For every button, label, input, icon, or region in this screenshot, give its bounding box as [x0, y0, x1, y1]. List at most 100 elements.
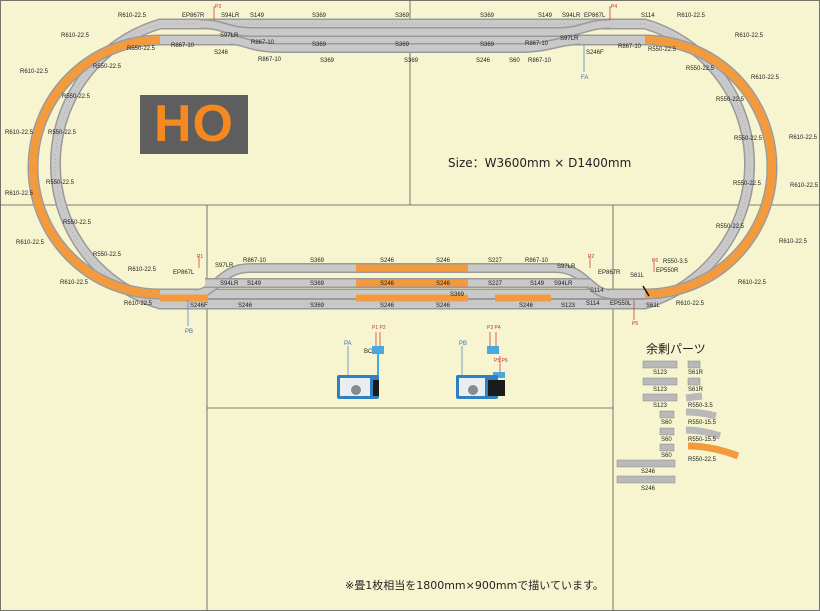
spare-part-label: R550-15.5 — [688, 437, 717, 443]
track-label: S369 — [480, 13, 495, 19]
track-label: S114 — [641, 13, 655, 19]
track-label: R550-22.5 — [63, 220, 92, 226]
gap-mark — [642, 285, 650, 297]
track-label: R610-22.5 — [751, 75, 780, 81]
inner-track-bed — [27, 34, 778, 300]
track-label: S97LR — [215, 263, 234, 269]
track-label: R867-10 — [525, 258, 549, 264]
controller-left — [337, 332, 384, 399]
track-label: R550-3.5 — [663, 259, 688, 265]
track-label: R550-22.5 — [716, 97, 745, 103]
track-label: R610-22.5 — [118, 13, 147, 19]
track-label: S369 — [395, 13, 410, 19]
track-label: R610-22.5 — [128, 267, 157, 273]
feeder-label: P6 — [652, 258, 658, 264]
track-label: S369 — [450, 292, 465, 298]
size-text: Size：W3600mm × D1400mm — [448, 156, 632, 170]
track-label: R610-22.5 — [124, 301, 153, 307]
track-label: S97LR — [220, 33, 239, 39]
ho-badge — [140, 95, 248, 154]
track-label: R867-10 — [251, 40, 275, 46]
top-siding — [199, 20, 611, 36]
track-label: R610-22.5 — [61, 33, 90, 39]
controller-label: P5 P6 — [494, 358, 508, 364]
track-label: S246 — [436, 303, 451, 309]
track-label: R610-22.5 — [789, 135, 818, 141]
track-label: EP867R — [598, 270, 621, 276]
track-label: S246 — [380, 303, 395, 309]
track-label: R610-22.5 — [60, 280, 89, 286]
track-label: S369 — [480, 42, 495, 48]
feeder-label: FA — [581, 75, 588, 81]
top-sidings — [199, 19, 611, 53]
track-label: R550-22.5 — [48, 130, 77, 136]
track-label: S369 — [404, 58, 419, 64]
highlight-s246-pair — [356, 279, 468, 287]
track-label: S246F — [190, 303, 208, 309]
track-label: R867-10 — [243, 258, 267, 264]
track-label: EP550R — [656, 268, 679, 274]
track-label: R610-22.5 — [779, 239, 808, 245]
track-label: R550-22.5 — [734, 136, 763, 142]
highlight-s246-pair — [356, 264, 468, 272]
outer-loop — [49, 18, 756, 310]
spare-part-label: R550-22.5 — [688, 457, 717, 463]
track-label: S246 — [436, 281, 451, 287]
bottom-sidings — [160, 263, 611, 302]
track-label: S97LR — [557, 264, 576, 270]
spare-part-label: S123 — [653, 370, 668, 376]
track-label: S94LR — [554, 281, 573, 287]
track-label: S246 — [519, 303, 534, 309]
track-label: S61L — [630, 273, 645, 279]
ho-badge-text: HO — [154, 95, 234, 153]
feeder-label: P2 — [588, 254, 594, 260]
spare-part-label: R550-3.5 — [688, 403, 713, 409]
track-label: R550-22.5 — [716, 224, 745, 230]
track-label: S114 — [586, 301, 600, 307]
spare-parts-title: 余剰パーツ — [646, 342, 706, 356]
spare-part-label: S61R — [688, 387, 704, 393]
controller-label: BC — [364, 349, 373, 355]
feeder-label: PB — [185, 329, 193, 335]
track-label: S369 — [310, 303, 325, 309]
track-label: S149 — [247, 281, 262, 287]
track-label: R550-22.5 — [127, 46, 156, 52]
feeder-label: P3 — [215, 4, 221, 10]
highlight-s246f — [160, 294, 208, 302]
track-label: R610-22.5 — [735, 33, 764, 39]
track-label: S149 — [538, 13, 553, 19]
track-label: S97LR — [560, 36, 579, 42]
track-label: S114 — [590, 288, 604, 294]
track-label: S246 — [380, 258, 395, 264]
controller-labels: PA BC P1 P2 PB P3 P4 P5 P6 — [344, 325, 508, 364]
spare-part-label: S123 — [653, 387, 668, 393]
track-label: S246 — [476, 58, 491, 64]
controller-label: P1 P2 — [372, 325, 386, 331]
controller-label: P3 P4 — [487, 325, 501, 331]
outer-track — [51, 20, 754, 308]
track-label: S369 — [312, 42, 327, 48]
track-label: R610-22.5 — [16, 240, 45, 246]
track-label: R610-22.5 — [738, 280, 767, 286]
track-label: S94LR — [562, 13, 581, 19]
feeder-label: P1 — [197, 254, 203, 260]
track-label: S246 — [436, 258, 451, 264]
track-label: S246 — [380, 281, 395, 287]
track-label: R550-22.5 — [93, 64, 122, 70]
track-label: R550-22.5 — [686, 66, 715, 72]
footnote: ※畳1枚相当を1800mm×900mmで描いています。 — [345, 579, 604, 592]
track-label: R550-22.5 — [733, 181, 762, 187]
track-label: S94LR — [221, 13, 240, 19]
controller-right — [456, 332, 505, 399]
feeder-label: P5 — [632, 321, 638, 327]
spare-part-label: S246 — [641, 469, 656, 475]
track-label: S123 — [561, 303, 576, 309]
track-label: S94LR — [220, 281, 239, 287]
track-label: R610-22.5 — [20, 69, 49, 75]
track-label: EP867L — [584, 13, 606, 19]
top-inner-siding — [229, 36, 581, 52]
track-label: EP867L — [173, 270, 195, 276]
track-label: S227 — [488, 258, 503, 264]
track-label: R610-22.5 — [677, 13, 706, 19]
